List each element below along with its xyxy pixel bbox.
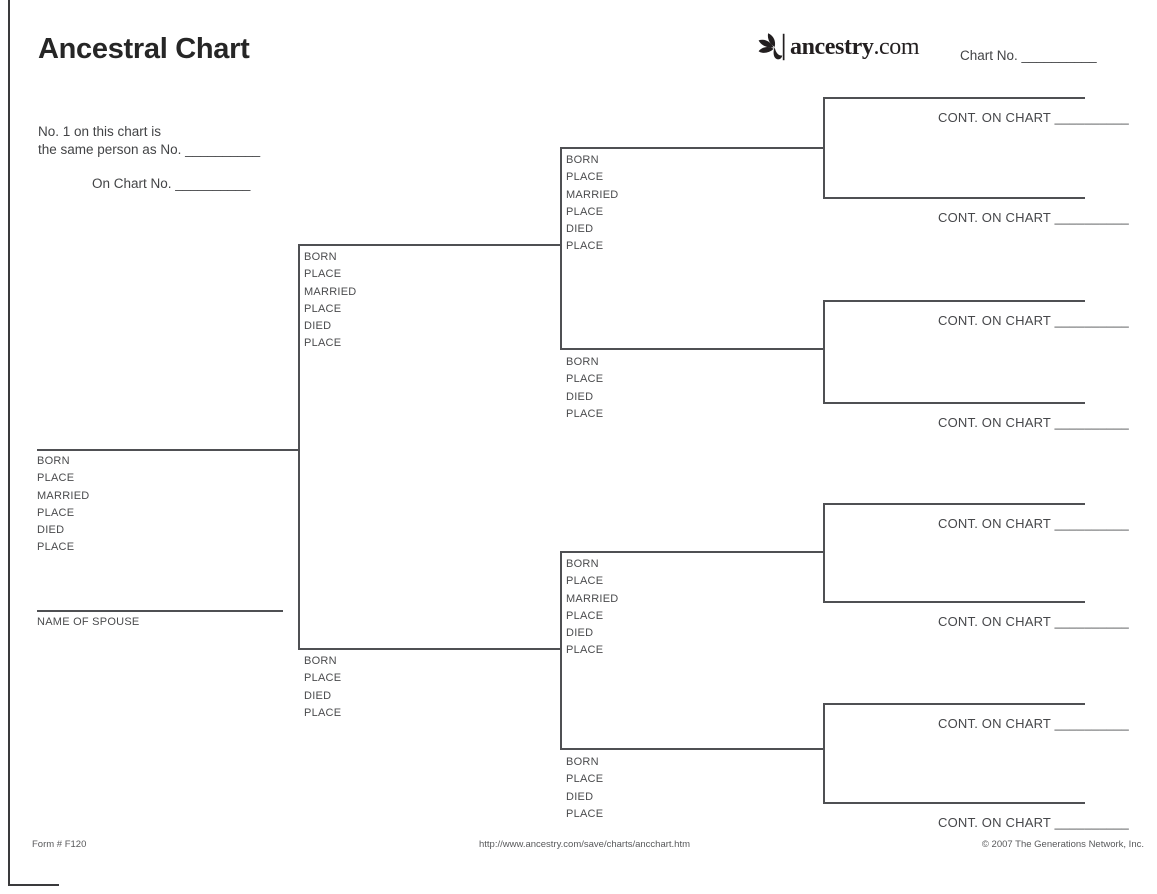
footer-copyright: © 2007 The Generations Network, Inc. — [981, 839, 1144, 850]
person-2-field-label: MARRIED — [304, 285, 357, 298]
person-2-field-label: PLACE — [304, 302, 342, 315]
person-1-field-label: PLACE — [37, 506, 75, 519]
generation-bracket — [823, 300, 825, 402]
person-14-name-line — [823, 703, 1085, 705]
person-15-cont-on-chart: CONT. ON CHART __________ — [938, 815, 1129, 830]
person-5-name-line — [560, 348, 823, 350]
person-7-field-label: PLACE — [566, 807, 604, 820]
person-6-fields: BORN PLACE MARRIED PLACE DIED PLACE — [566, 556, 618, 660]
generation-bracket — [823, 703, 825, 802]
person-5-field-label: BORN — [566, 356, 599, 368]
person-5-field-label: PLACE — [566, 373, 604, 386]
person-7-fields: BORN PLACE DIED PLACE — [566, 754, 603, 823]
person-4-name-line — [560, 147, 823, 149]
person-15-name-line — [823, 802, 1085, 804]
generation-bracket — [823, 503, 825, 601]
person-8-name-line — [823, 97, 1085, 99]
person-7-field-label: PLACE — [566, 773, 604, 786]
person-12-name-line — [823, 503, 1085, 505]
person-3-fields: BORN PLACE DIED PLACE — [304, 653, 341, 722]
person-9-name-line — [823, 197, 1085, 199]
person-13-cont-on-chart: CONT. ON CHART __________ — [938, 614, 1129, 629]
person-2-fields: BORN PLACE MARRIED PLACE DIED PLACE — [304, 249, 356, 353]
person-4-field-label: BORN — [566, 154, 599, 166]
spouse-label: NAME OF SPOUSE — [37, 616, 140, 628]
person-2-field-label: DIED — [304, 320, 332, 333]
person-2-field-label: PLACE — [304, 268, 342, 281]
person-2-name-line — [298, 244, 560, 246]
person-6-field-label: BORN — [566, 558, 599, 570]
person-12-cont-on-chart: CONT. ON CHART __________ — [938, 516, 1129, 531]
person-6-field-label: DIED — [566, 627, 594, 640]
person-13-name-line — [823, 601, 1085, 603]
person-7-name-line — [560, 748, 823, 750]
person-1-field-label: DIED — [37, 524, 65, 537]
person-3-field-label: PLACE — [304, 672, 342, 685]
person-6-field-label: PLACE — [566, 575, 604, 588]
note-line-1: No. 1 on this chart is — [38, 124, 162, 139]
generation-bracket — [560, 147, 562, 348]
note-line-3: On Chart No. __________ — [92, 176, 251, 191]
generation-bracket — [298, 244, 300, 648]
footer-url: http://www.ancestry.com/save/charts/ancc… — [478, 839, 691, 850]
person-4-field-label: PLACE — [566, 240, 604, 253]
note-line-2: the same person as No. __________ — [38, 141, 261, 157]
logo-brand-text: ancestry — [790, 34, 874, 60]
logo-brand-suffix: .com — [873, 34, 920, 60]
ancestry-leaf-icon — [758, 33, 785, 61]
person-4-fields: BORN PLACE MARRIED PLACE DIED PLACE — [566, 152, 618, 256]
person-1-fields: BORN PLACE MARRIED PLACE DIED PLACE — [37, 453, 89, 557]
person-1-field-label: MARRIED — [37, 489, 90, 502]
person-7-field-label: BORN — [566, 756, 599, 768]
page-edge-left — [8, 0, 10, 885]
page-edge-bottom — [8, 884, 59, 886]
person-10-name-line — [823, 300, 1085, 302]
person-3-field-label: BORN — [304, 655, 337, 667]
chart-no-field: Chart No. __________ — [960, 48, 1097, 63]
person-1-field-label: PLACE — [37, 541, 75, 554]
page-title: Ancestral Chart — [38, 33, 250, 65]
person-6-name-line — [560, 551, 823, 553]
person-5-fields: BORN PLACE DIED PLACE — [566, 354, 603, 423]
person-8-cont-on-chart: CONT. ON CHART __________ — [938, 110, 1129, 125]
person-11-name-line — [823, 402, 1085, 404]
person-6-field-label: PLACE — [566, 644, 604, 657]
person-5-field-label: DIED — [566, 390, 594, 403]
person-2-field-label: BORN — [304, 251, 337, 263]
ancestry-logo: ancestry.com — [752, 31, 920, 63]
person-1-field-label: BORN — [37, 455, 70, 467]
person-11-cont-on-chart: CONT. ON CHART __________ — [938, 415, 1129, 430]
person-3-field-label: PLACE — [304, 706, 342, 719]
reference-note: No. 1 on this chart is the same person a… — [38, 123, 260, 158]
person-1-name-line — [37, 449, 298, 451]
person-4-field-label: DIED — [566, 223, 594, 236]
person-4-field-label: MARRIED — [566, 188, 619, 201]
person-2-field-label: PLACE — [304, 337, 342, 350]
person-7-field-label: DIED — [566, 790, 594, 803]
spouse-name-line — [37, 610, 283, 612]
form-number: Form # F120 — [32, 839, 87, 850]
person-6-field-label: MARRIED — [566, 592, 619, 605]
person-3-name-line — [298, 648, 560, 650]
person-3-field-label: DIED — [304, 689, 332, 702]
person-1-field-label: PLACE — [37, 472, 75, 485]
generation-bracket — [823, 97, 825, 197]
person-9-cont-on-chart: CONT. ON CHART __________ — [938, 210, 1129, 225]
person-4-field-label: PLACE — [566, 205, 604, 218]
generation-bracket — [560, 551, 562, 748]
person-10-cont-on-chart: CONT. ON CHART __________ — [938, 313, 1129, 328]
person-4-field-label: PLACE — [566, 171, 604, 184]
person-6-field-label: PLACE — [566, 609, 604, 622]
person-5-field-label: PLACE — [566, 407, 604, 420]
person-14-cont-on-chart: CONT. ON CHART __________ — [938, 716, 1129, 731]
